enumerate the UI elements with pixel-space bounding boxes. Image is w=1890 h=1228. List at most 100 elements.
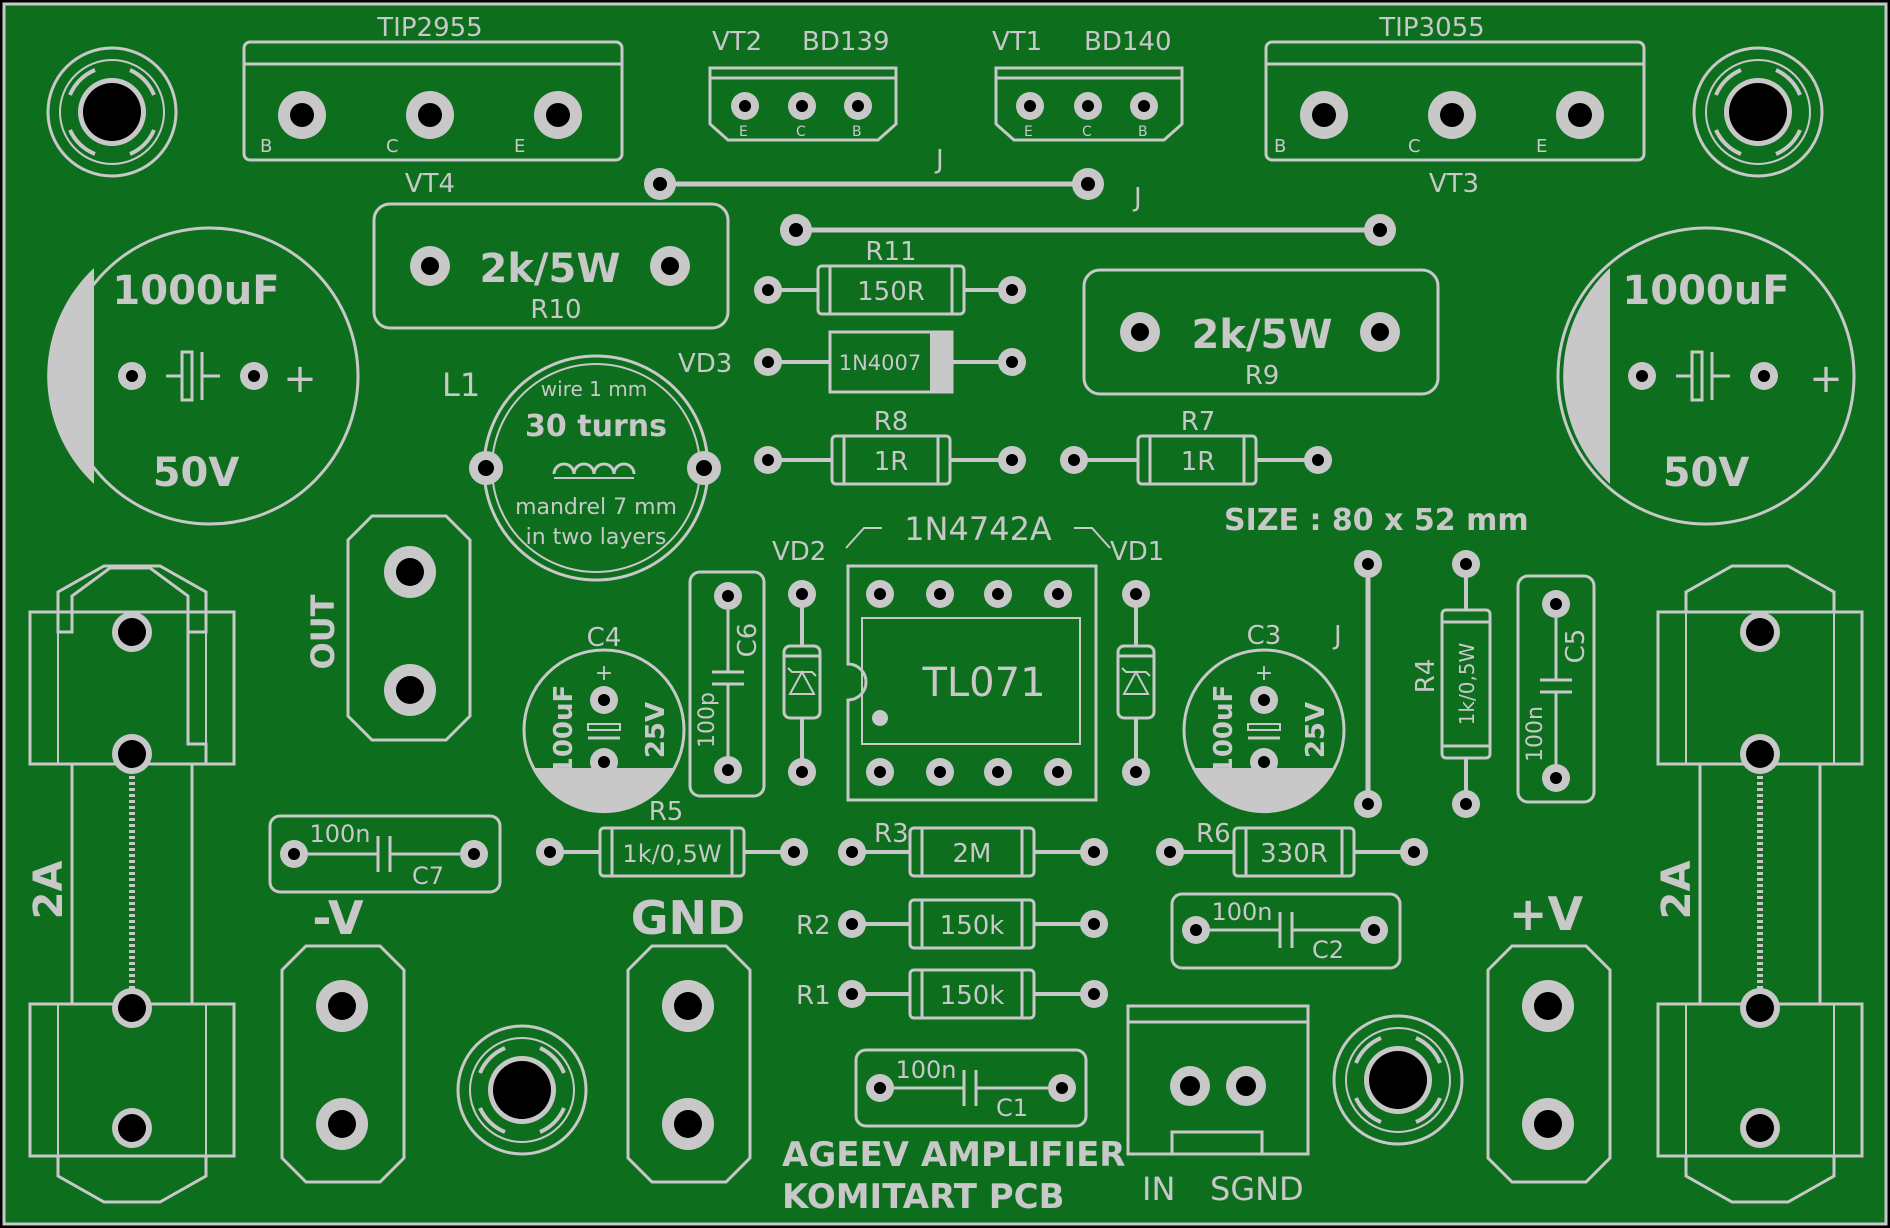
c3-value: 100uF	[1209, 685, 1239, 776]
l1-note-wire: wire 1 mm	[541, 377, 647, 401]
inductor-l1: L1 wire 1 mm 30 turns mandrel 7 mm in tw…	[442, 354, 721, 582]
c-left-voltage: 50V	[153, 450, 240, 496]
board-title-line2: KOMITART PCB	[782, 1177, 1065, 1217]
capacitor-c1: 100n C1	[854, 1048, 1088, 1128]
transistor-vt3: TIP3055 B C E VT3	[1264, 13, 1646, 199]
c-right-plus: +	[1809, 356, 1843, 402]
resistor-r1: 150k R1	[796, 968, 1108, 1020]
connector-out-label: OUT	[304, 594, 342, 669]
vt1-part-label: BD140	[1084, 27, 1171, 57]
capacitor-c3: + C3 100uF 25V	[1182, 621, 1346, 814]
r8-ref: R8	[874, 407, 909, 437]
resistor-r8: 1R R8	[754, 407, 1026, 486]
vt3-part-label: TIP3055	[1378, 13, 1484, 43]
r3-value: 2M	[953, 839, 992, 869]
fuse-left: 2A	[26, 564, 236, 1204]
capacitor-c2: 100n C2	[1170, 892, 1402, 970]
capacitor-left-1000uf: + 1000uF 50V	[47, 226, 360, 526]
connector-input: IN SGND	[1126, 1004, 1310, 1208]
r5-ref: R5	[649, 797, 684, 827]
mounting-hole-bottom-right	[1332, 1014, 1464, 1146]
vt3-pin-c: C	[1408, 136, 1421, 157]
r7-value: 1R	[1181, 447, 1216, 477]
c6-value: 100p	[695, 692, 720, 748]
jumper-top-2: J	[780, 183, 1396, 246]
c4-value: 100uF	[549, 685, 579, 776]
r1-value: 150k	[940, 981, 1005, 1011]
r1-ref: R1	[796, 981, 831, 1011]
c6-ref: C6	[733, 623, 763, 658]
fuse-right: 2A	[1654, 564, 1864, 1204]
c7-ref: C7	[412, 862, 444, 890]
connector-gnd: GND	[626, 891, 752, 1184]
r2-ref: R2	[796, 911, 831, 941]
r10-ref: R10	[530, 295, 581, 325]
fuse-right-rating: 2A	[1654, 861, 1700, 920]
vt2-pin-b: B	[852, 124, 862, 140]
resistor-r4: 1k/0,5W R4	[1411, 550, 1492, 818]
r4-value: 1k/0,5W	[1455, 642, 1479, 725]
c2-value: 100n	[1211, 898, 1272, 926]
c4-plus: +	[595, 661, 613, 686]
c1-value: 100n	[895, 1056, 956, 1084]
transistor-vt2: E C B VT2 BD139	[708, 27, 898, 142]
c5-ref: C5	[1561, 629, 1591, 664]
connector-pos-v: +V	[1486, 887, 1612, 1184]
vt1-ref-label: VT1	[992, 27, 1042, 57]
diode-vd3: 1N4007 VD3	[678, 330, 1026, 394]
resistor-r5: 1k/0,5W R5	[536, 797, 808, 878]
capacitor-c7: 100n C7	[268, 814, 502, 894]
vt1-pin-e: E	[1024, 124, 1033, 140]
r6-ref: R6	[1196, 819, 1231, 849]
resistor-r6: 330R R6	[1156, 819, 1428, 878]
vt4-pin-b: B	[260, 136, 272, 157]
r9-ref: R9	[1245, 361, 1280, 391]
resistor-r7: 1R R7	[1060, 407, 1332, 486]
connector-sgnd-label: SGND	[1210, 1170, 1304, 1208]
r9-value: 2k/5W	[1192, 312, 1333, 358]
c-left-plus: +	[283, 356, 317, 402]
mounting-hole-top-right	[1692, 46, 1824, 178]
resistor-r2: 150k R2	[796, 898, 1108, 950]
jumper-vertical-label: J	[1332, 621, 1342, 651]
mounting-hole-top-left	[46, 46, 178, 178]
vt2-ref-label: VT2	[712, 27, 762, 57]
connector-pos-v-label: +V	[1509, 887, 1584, 941]
vt4-pin-e: E	[514, 136, 525, 157]
vt3-ref-label: VT3	[1429, 169, 1479, 199]
r6-value: 330R	[1260, 839, 1328, 869]
vt2-pin-c: C	[796, 124, 806, 140]
c3-plus: +	[1255, 661, 1273, 686]
transistor-vt1: E C B VT1 BD140	[992, 27, 1184, 142]
r3-ref: R3	[874, 819, 909, 849]
zener-label-group: 1N4742A VD2 VD1	[772, 510, 1164, 567]
l1-note-turns: 30 turns	[525, 409, 667, 444]
jumper-top-2-label: J	[1132, 183, 1142, 213]
board-title-line1: AGEEV AMPLIFIER	[782, 1135, 1126, 1175]
resistor-r11: 150R R11	[754, 237, 1026, 316]
board-size-label: SIZE : 80 x 52 mm	[1224, 503, 1529, 538]
vt4-ref-label: VT4	[405, 169, 455, 199]
r2-value: 150k	[940, 911, 1005, 941]
vt2-pin-e: E	[739, 124, 748, 140]
c-right-voltage: 50V	[1663, 450, 1750, 496]
diode-vd2	[782, 580, 822, 786]
l1-note-layers: in two layers	[526, 525, 667, 550]
connector-neg-v: -V	[280, 891, 406, 1184]
r11-ref: R11	[865, 237, 916, 267]
c-right-value: 1000uF	[1622, 268, 1789, 314]
jumper-top-1: J	[644, 145, 1104, 200]
zener-part-label: 1N4742A	[904, 510, 1052, 548]
c4-voltage: 25V	[641, 702, 671, 758]
c3-ref: C3	[1247, 621, 1282, 651]
connector-neg-v-label: -V	[312, 891, 364, 945]
l1-note-mandrel: mandrel 7 mm	[515, 495, 677, 520]
transistor-vt4: TIP2955 B C E VT4	[242, 13, 624, 199]
vt3-pin-e: E	[1536, 136, 1547, 157]
capacitor-c5: C5 100n	[1516, 574, 1596, 804]
c-left-value: 1000uF	[112, 268, 279, 314]
vt4-pin-c: C	[386, 136, 399, 157]
r7-ref: R7	[1181, 407, 1216, 437]
c1-ref: C1	[996, 1094, 1028, 1122]
vt4-part-label: TIP2955	[376, 13, 482, 43]
